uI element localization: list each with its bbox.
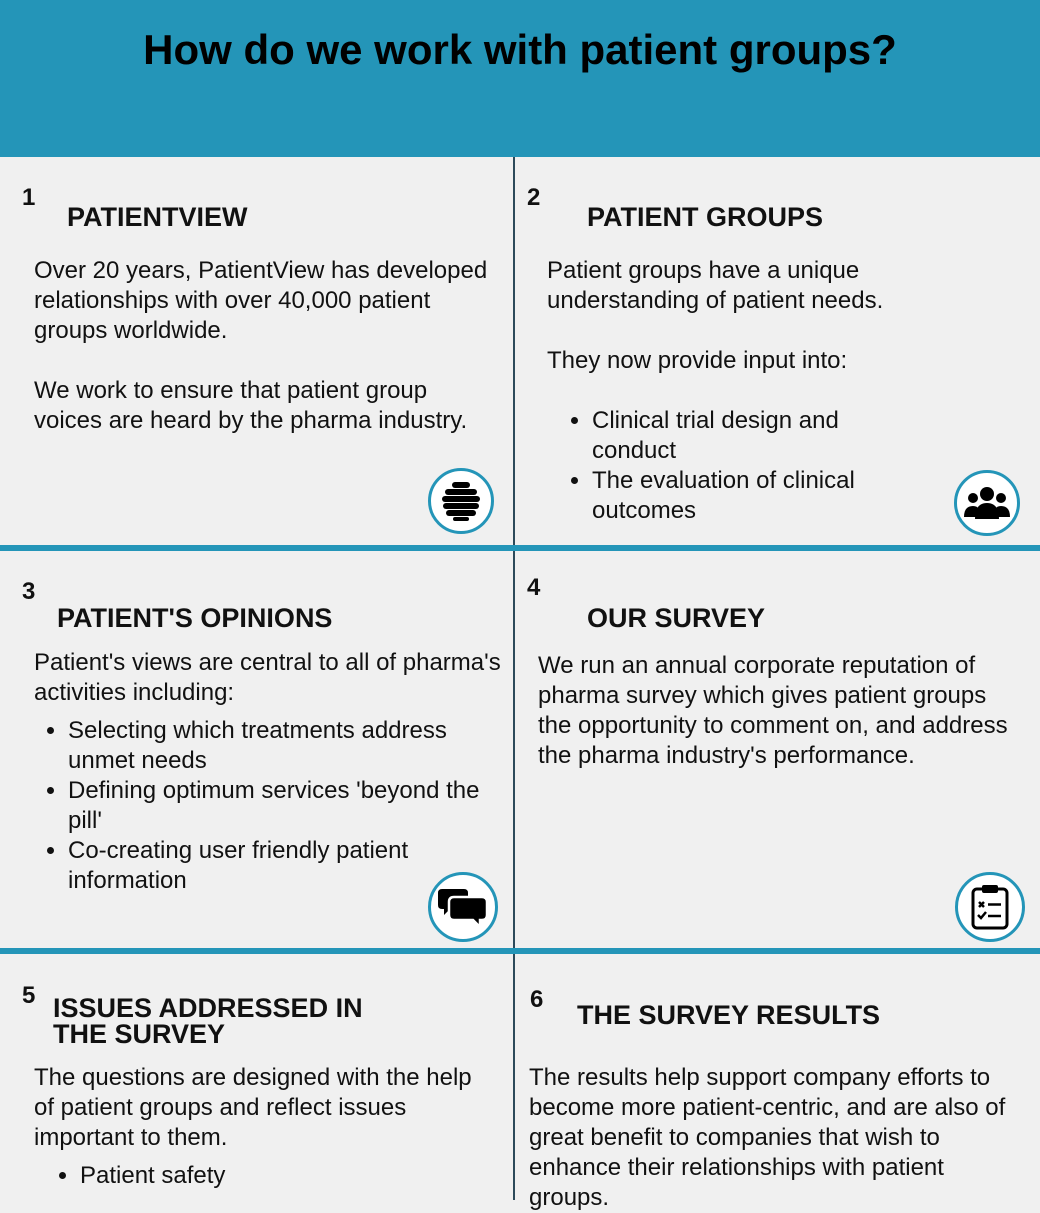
- list-item: The evaluation of clinical outcomes: [592, 466, 892, 526]
- row-divider-1: [0, 545, 1040, 551]
- section-4-number: 4: [527, 574, 541, 601]
- section-3-title: PATIENT'S OPINIONS: [57, 603, 333, 633]
- list-item: Clinical trial design and conduct: [592, 406, 892, 466]
- section-4-title: OUR SURVEY: [587, 603, 766, 633]
- section-6-number: 6: [530, 986, 544, 1013]
- section-2-number: 2: [527, 184, 541, 211]
- list-item: Selecting which treatments address unmet…: [68, 716, 504, 776]
- section-5-number: 5: [22, 982, 36, 1009]
- header-banner: How do we work with patient groups?: [0, 0, 1040, 157]
- section-1-paragraph: Over 20 years, PatientView has developed…: [34, 257, 488, 344]
- section-2-title: PATIENT GROUPS: [587, 202, 824, 232]
- section-3-bullet-list: Selecting which treatments address unmet…: [34, 716, 504, 896]
- section-5-title: ISSUES ADDRESSED IN THE SURVEY: [53, 993, 363, 1049]
- section-5-title-line: ISSUES ADDRESSED IN: [53, 993, 363, 1023]
- section-5-paragraph: The questions are designed with the help…: [34, 1064, 472, 1151]
- section-1-title: PATIENTVIEW: [67, 202, 248, 232]
- section-6-body: The results help support company efforts…: [529, 1063, 1009, 1213]
- section-5-title-line: THE SURVEY: [53, 1019, 226, 1049]
- section-4-body: We run an annual corporate reputation of…: [538, 651, 1008, 771]
- list-item: Patient safety: [80, 1161, 494, 1191]
- section-5-body: The questions are designed with the help…: [34, 1063, 494, 1191]
- section-4-paragraph: We run an annual corporate reputation of…: [538, 652, 1008, 769]
- clipboard-checklist-icon: [955, 872, 1025, 942]
- section-6-paragraph: The results help support company efforts…: [529, 1064, 1006, 1211]
- section-2-body: Patient groups have a unique understandi…: [547, 256, 967, 526]
- list-item: Defining optimum services 'beyond the pi…: [68, 776, 504, 836]
- list-item: Co-creating user friendly patient inform…: [68, 836, 504, 896]
- section-5-bullet-list: Patient safety: [34, 1161, 494, 1191]
- section-3-body: Patient's views are central to all of ph…: [34, 648, 504, 896]
- section-3-paragraph: Patient's views are central to all of ph…: [34, 649, 501, 706]
- section-6-title: THE SURVEY RESULTS: [577, 1000, 881, 1030]
- group-icon: [954, 470, 1020, 536]
- row-divider-2: [0, 948, 1040, 954]
- section-2-paragraph: They now provide input into:: [547, 347, 848, 374]
- hive-icon: [428, 468, 494, 534]
- section-1-number: 1: [22, 184, 36, 211]
- section-2-bullet-list: Clinical trial design and conduct The ev…: [547, 406, 892, 526]
- section-2-paragraph: Patient groups have a unique understandi…: [547, 257, 884, 314]
- section-1-body: Over 20 years, PatientView has developed…: [34, 256, 494, 436]
- column-divider: [513, 157, 515, 1200]
- section-3-number: 3: [22, 578, 36, 605]
- section-1-paragraph: We work to ensure that patient group voi…: [34, 377, 468, 434]
- chat-bubbles-icon: [428, 872, 498, 942]
- page-title: How do we work with patient groups?: [143, 26, 897, 73]
